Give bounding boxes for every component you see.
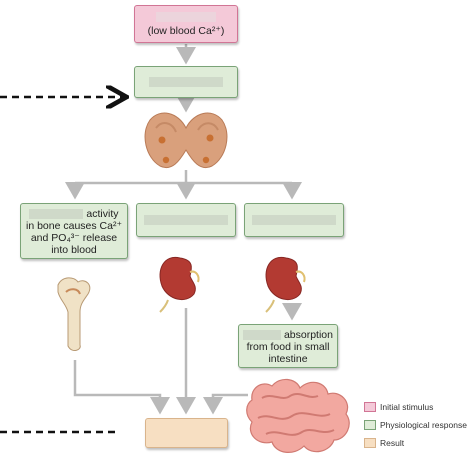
small-intestine-illustration	[246, 378, 350, 453]
redacted-label	[144, 215, 228, 225]
legend-swatch-result	[364, 438, 376, 448]
redacted-label	[156, 12, 216, 23]
result-box	[145, 418, 228, 448]
vitamin-d-effect-box	[244, 203, 344, 237]
legend-label-result: Result	[380, 438, 405, 448]
arrow-bone-to-result	[73, 360, 170, 415]
intestine-effect-line1: absorption	[283, 329, 333, 341]
stimulus-box: (low blood Ca²⁺)	[134, 5, 238, 43]
response-box	[134, 66, 238, 98]
intestine-effect-line2: from food in small	[246, 341, 330, 353]
legend-label-physiological-response: Physiological response	[380, 420, 467, 430]
legend-swatch-initial-stimulus	[364, 402, 376, 412]
redacted-label	[149, 77, 223, 87]
kidney-illustration-right	[265, 256, 306, 313]
redacted-label	[252, 215, 336, 225]
redacted-label	[29, 209, 84, 220]
intestine-effect-line3: intestine	[268, 353, 308, 365]
arrow-intestine-to-result	[203, 393, 248, 415]
kidney-effect-box	[136, 203, 236, 237]
stimulus-text: (low blood Ca²⁺)	[147, 25, 225, 37]
bone-effect-line4: into blood	[51, 244, 97, 256]
bone-illustration	[57, 277, 91, 352]
bone-effect-line3: and PO₄³⁻ release	[30, 232, 118, 244]
intestine-effect-box: absorption from food in small intestine	[238, 324, 338, 368]
legend-label-initial-stimulus: Initial stimulus	[380, 402, 434, 412]
parathyroid-gland-illustration	[144, 112, 228, 168]
bone-effect-line2: in bone causes Ca²⁺	[25, 220, 122, 232]
legend-swatch-physiological-response	[364, 420, 376, 430]
redacted-label	[243, 330, 282, 341]
bone-effect-box: activity in bone causes Ca²⁺ and PO₄³⁻ r…	[20, 203, 128, 259]
kidney-illustration-left	[159, 256, 200, 313]
bone-effect-line1: activity	[86, 208, 119, 220]
